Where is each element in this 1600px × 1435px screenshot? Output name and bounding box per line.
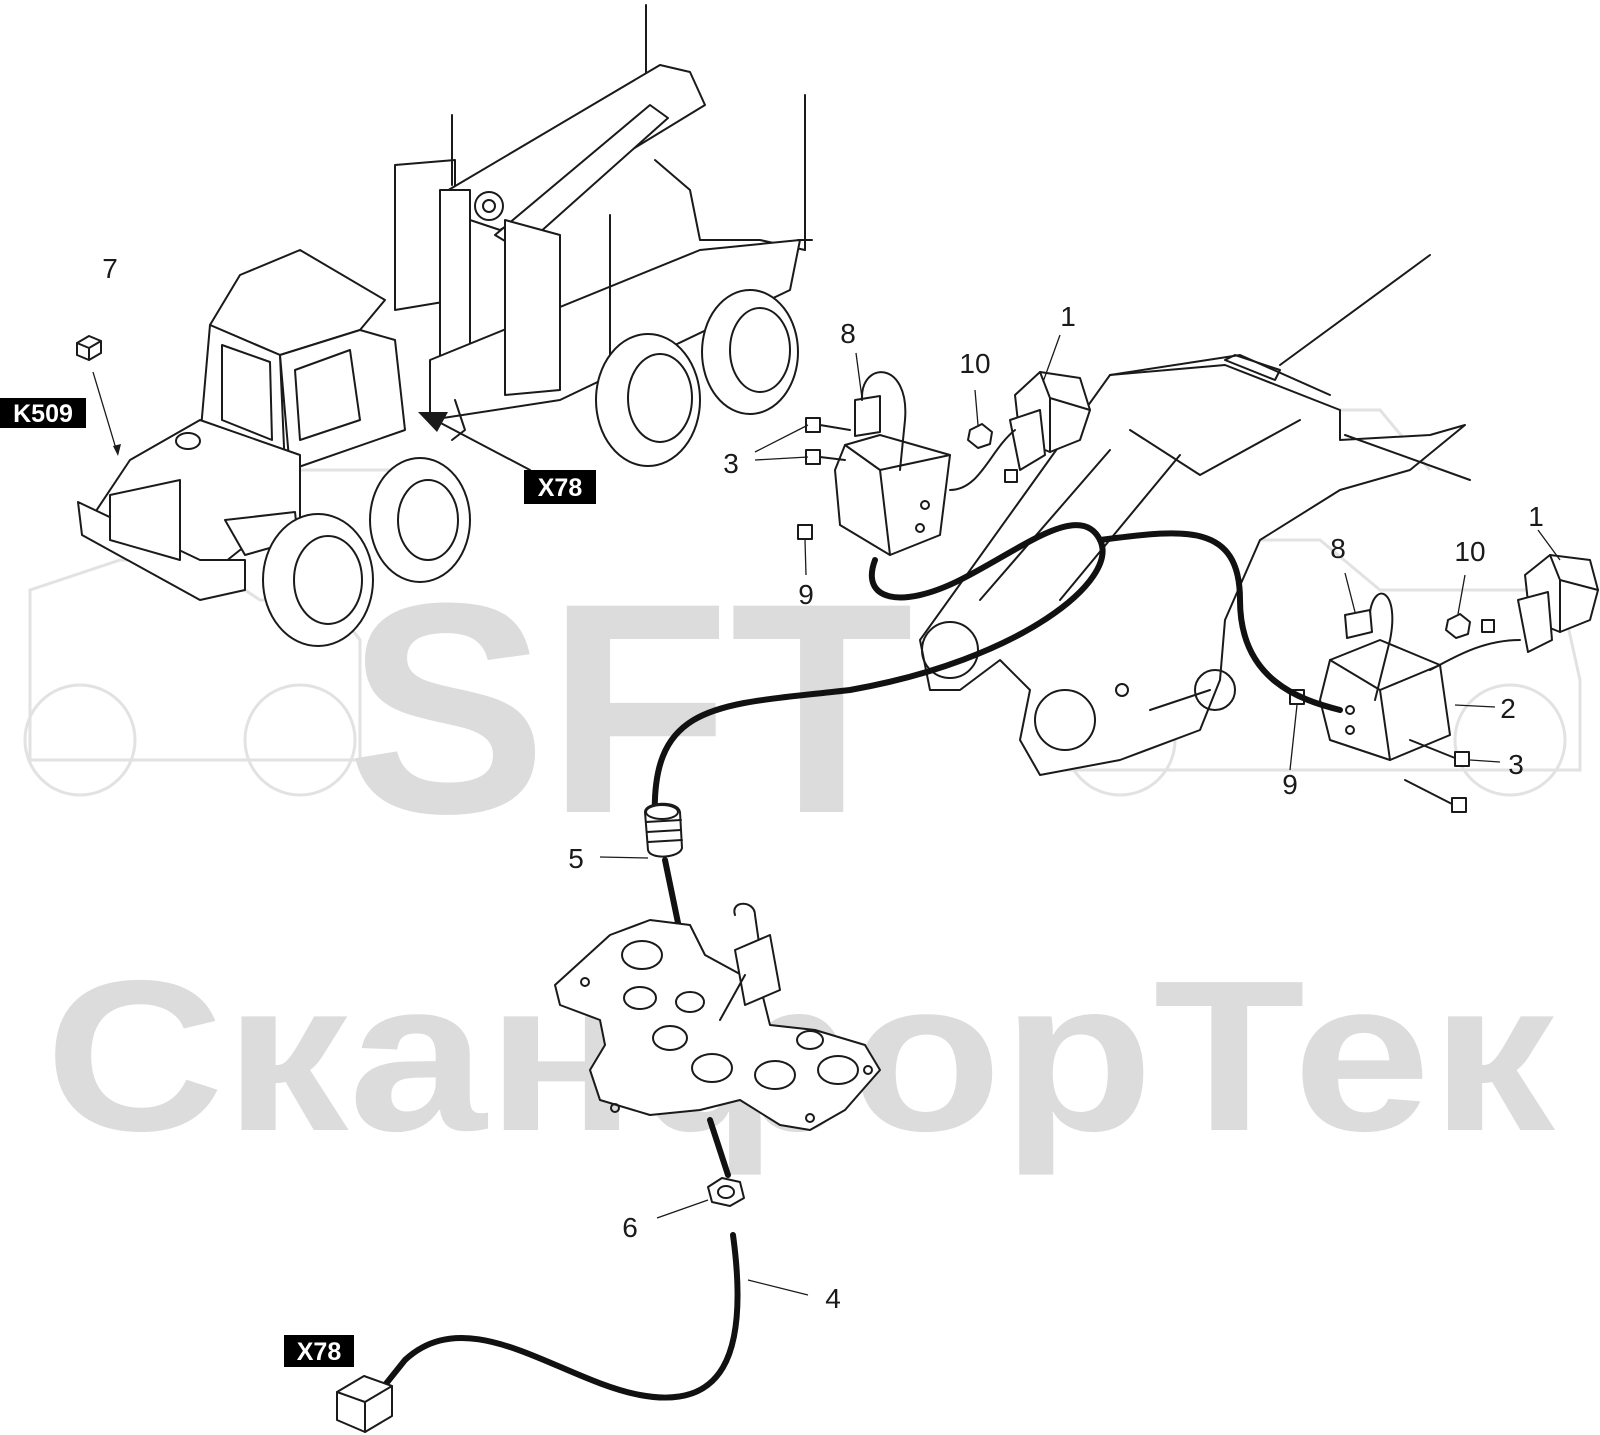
tag-k509: K509 — [0, 398, 86, 428]
part-6-nut — [707, 1177, 745, 1207]
tag-x78-connector-label: X78 — [297, 1338, 342, 1366]
tag-x78-machine-label: X78 — [538, 474, 583, 502]
callout-1-right: 1 — [1528, 501, 1544, 532]
x78-connector-box — [336, 1375, 393, 1433]
cable-harness — [382, 522, 1343, 1401]
crane-boom — [919, 254, 1471, 776]
callout-3-right: 3 — [1508, 749, 1524, 780]
callout-1-left: 1 — [1060, 301, 1076, 332]
callout-10-left: 10 — [959, 348, 990, 379]
callout-7: 7 — [102, 253, 118, 284]
callout-2: 2 — [1500, 693, 1516, 724]
part-5-grommet — [644, 802, 683, 858]
part-7-box — [76, 335, 121, 456]
left-lamp-assembly — [797, 371, 1091, 556]
leader-lines — [599, 334, 1561, 1296]
callout-9-left: 9 — [798, 579, 814, 610]
callout-3-left: 3 — [723, 448, 739, 479]
callout-5: 5 — [568, 843, 584, 874]
watermark-logo: SFT — [347, 540, 914, 876]
callout-6: 6 — [622, 1212, 638, 1243]
callouts: 1 1 2 3 3 4 5 6 7 8 8 9 9 10 10 — [102, 253, 1544, 1314]
tag-x78-connector: X78 — [284, 1335, 354, 1367]
x78-machine-arrow — [418, 412, 531, 471]
callout-9-right: 9 — [1282, 769, 1298, 800]
forwarder-machine — [77, 4, 813, 647]
callout-8-right: 8 — [1330, 533, 1346, 564]
callout-10-right: 10 — [1454, 536, 1485, 567]
callout-4: 4 — [825, 1283, 841, 1314]
tag-x78-machine: X78 — [524, 470, 596, 504]
mounting-plate — [554, 902, 881, 1131]
tag-k509-label: K509 — [13, 400, 73, 428]
callout-8-left: 8 — [840, 318, 856, 349]
